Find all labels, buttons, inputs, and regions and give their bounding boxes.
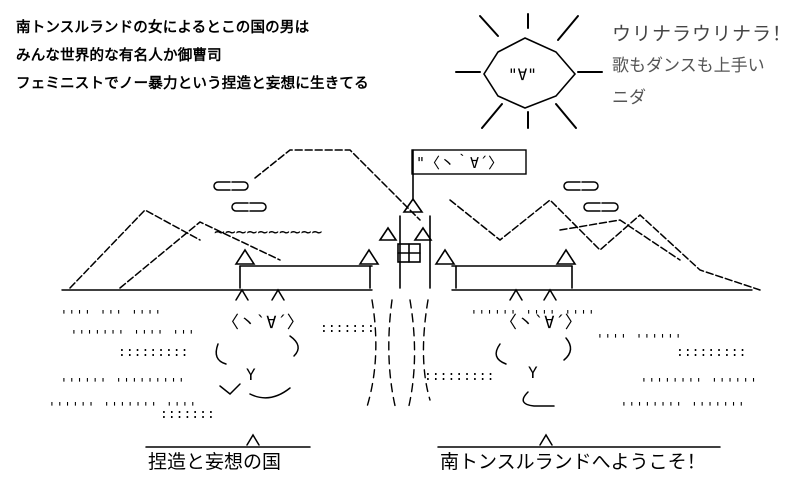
sun-speech: ウリナラウリナラ！ 歌もダンスも上手い ニダ: [612, 18, 792, 114]
svg-text::::::::::: :::::::::: [118, 345, 188, 360]
left-sign: 捏造と妄想の国: [145, 433, 311, 473]
right-character: 〈丶`∀´〉 Y: [495, 288, 582, 407]
svg-text:'''''' ''''''' '''': '''''' ''''''' '''': [48, 401, 197, 416]
caption-line-3: フェミニストでノー暴力という捏造と妄想に生きてる: [16, 76, 369, 92]
speech-line-3: ニダ: [612, 88, 646, 108]
svg-text:'''' ''' '''': '''' ''' '''': [60, 309, 162, 324]
castle: "〈丶｀∀´〉: [234, 149, 577, 289]
svg-text::::::::::: :::::::::: [676, 345, 746, 360]
svg-text::::::::::: :::::::::: [424, 369, 494, 384]
castle-reflection: [365, 299, 431, 411]
speech-line-2: 歌もダンスも上手い: [612, 56, 765, 76]
svg-text:'''''' ''''''''': '''''' ''''''''': [60, 377, 185, 392]
svg-text:'''''''' '''''': '''''''' '''''': [640, 377, 757, 392]
svg-text:'''''''' ''''''': '''''''' ''''''': [620, 401, 745, 416]
sun-face: "∀": [508, 65, 537, 84]
left-character: 〈丶`∀´〉 Y: [215, 288, 304, 399]
clouds: [213, 181, 619, 212]
caption-line-1: 南トンスルランドの女によるとこの国の男は: [16, 20, 310, 36]
sun-icon: "∀": [455, 13, 603, 129]
right-character-face: 〈丶`∀´〉: [500, 313, 582, 333]
caption-text: 南トンスルランドの女によるとこの国の男は みんな世界的な有名人か御曹司 フェミニ…: [16, 14, 369, 98]
mountains: [69, 149, 761, 291]
svg-text:Y: Y: [246, 365, 256, 384]
speech-line-1: ウリナラウリナラ！: [612, 23, 793, 45]
svg-text:'''' '''''': '''' '''''': [596, 333, 682, 348]
water-ripples: '''' ''' '''' ''''''' '''' ''' '''''' ''…: [48, 309, 757, 422]
left-sign-label: 捏造と妄想の国: [148, 451, 281, 473]
flag-text: "〈丶｀∀´〉: [416, 153, 503, 172]
water-waves: ~~~~~~~~~~: [214, 222, 323, 243]
svg-text::::::::: :::::::: [320, 321, 375, 336]
right-sign-label: 南トンスルランドへようこそ！: [440, 451, 706, 473]
svg-text:''''''' '''' ''': ''''''' '''' ''': [70, 329, 195, 344]
caption-line-2: みんな世界的な有名人か御曹司: [16, 48, 222, 64]
left-character-face: 〈丶`∀´〉: [222, 313, 304, 333]
svg-text::::::::: :::::::: [160, 407, 215, 422]
svg-text:Y: Y: [528, 363, 538, 382]
svg-text:'''''' '''' '''': '''''' '''' '''': [470, 309, 595, 324]
right-sign: 南トンスルランドへようこそ！: [437, 433, 721, 473]
